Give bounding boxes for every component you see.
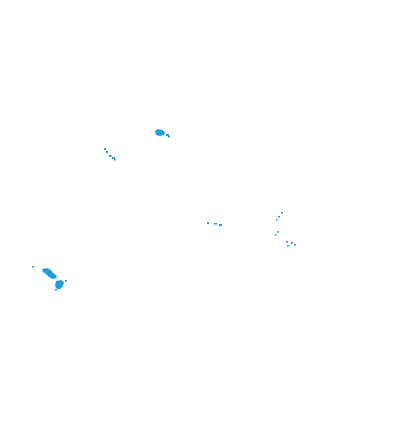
- land-mass: [166, 134, 169, 136]
- land-mass: [287, 245, 289, 247]
- land-mass: [106, 151, 108, 153]
- land-mass: [55, 280, 64, 289]
- land-mass: [276, 219, 278, 221]
- land-mass: [207, 222, 209, 224]
- land-mass: [275, 234, 277, 236]
- land-mass: [278, 216, 280, 218]
- land-mass: [219, 224, 222, 226]
- island-cluster-north: [155, 129, 170, 138]
- land-mass: [286, 241, 288, 243]
- land-mass: [281, 212, 283, 214]
- land-mass: [155, 129, 165, 136]
- island-layer: [32, 129, 296, 291]
- islets-center: [207, 222, 222, 226]
- land-mass: [114, 159, 116, 161]
- land-mass: [32, 266, 34, 268]
- land-mass: [294, 244, 296, 246]
- land-mass: [277, 231, 279, 233]
- land-mass: [55, 289, 57, 291]
- atolls-east: [275, 212, 296, 247]
- land-mass: [214, 223, 217, 225]
- land-mass: [291, 242, 293, 244]
- island-chain-northwest: [104, 148, 116, 161]
- land-mass: [65, 280, 67, 282]
- land-mass: [104, 148, 106, 150]
- island-group-southwest: [32, 266, 67, 291]
- land-mass: [112, 157, 115, 159]
- land-mass: [109, 155, 112, 157]
- land-mass: [42, 268, 57, 279]
- land-mass: [168, 136, 170, 138]
